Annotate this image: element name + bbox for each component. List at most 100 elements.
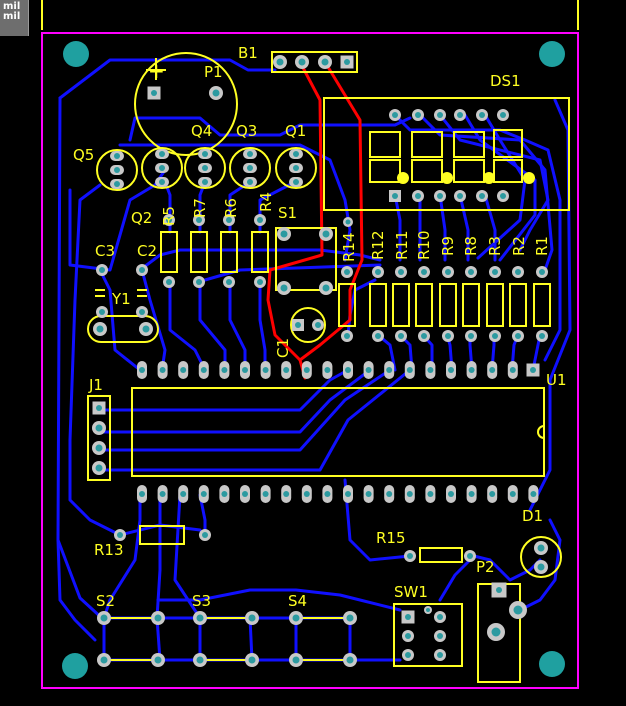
pad-hole [257, 279, 263, 285]
label-q4: Q4 [191, 122, 212, 140]
pad-hole [346, 614, 354, 622]
pad-hole [530, 367, 536, 373]
pad-hole [142, 325, 150, 333]
label-ds1: DS1 [490, 72, 521, 90]
pad-hole [166, 279, 172, 285]
pad-hole [491, 627, 501, 637]
pad-hole [96, 405, 102, 411]
label-s2: S2 [96, 592, 115, 610]
pad-hole [537, 563, 545, 571]
pad-hole [166, 217, 172, 223]
pad-hole [492, 269, 498, 275]
label-r9: R9 [439, 236, 457, 256]
pad-hole [386, 367, 393, 373]
pad-hole [345, 491, 351, 497]
label-q5: Q5 [73, 146, 94, 164]
pad-hole [95, 424, 103, 432]
pad-hole [437, 633, 443, 639]
mounting-hole-tl [63, 41, 89, 67]
pad-hole [262, 367, 269, 373]
pad-hole [159, 165, 165, 171]
unit-label-top: mil [3, 1, 21, 12]
pad-hole [226, 217, 232, 223]
pad-hole [415, 193, 421, 199]
pad-hole [421, 269, 427, 275]
pad-hole [200, 491, 207, 497]
pad-hole [479, 193, 485, 199]
label-u1: U1 [546, 371, 567, 389]
pad-hole [100, 614, 108, 622]
pad-hole [114, 181, 120, 187]
pad-hole [492, 333, 498, 339]
label-c3: C3 [95, 242, 115, 260]
pad-hole [375, 269, 381, 275]
pad-hole [496, 587, 502, 593]
pad-hole [95, 444, 103, 452]
label-q2: Q2 [131, 209, 152, 227]
label-s1: S1 [278, 204, 297, 222]
pad-hole [196, 217, 202, 223]
pad-hole [509, 491, 516, 497]
pad-hole [283, 491, 290, 497]
top-layer-traces [266, 60, 364, 380]
silkscreen-outlines [87, 51, 570, 683]
pad-hole [405, 614, 411, 620]
pad-hole [151, 90, 157, 96]
pad-hole [375, 333, 381, 339]
pad-hole [114, 153, 120, 159]
label-j1: J1 [88, 376, 103, 394]
pad-hole [398, 269, 404, 275]
pad-hole [345, 219, 351, 225]
mounting-hole-br [539, 651, 565, 677]
label-q1: Q1 [285, 122, 306, 140]
pad-hole [159, 491, 166, 497]
pad-hole [196, 614, 204, 622]
label-r6: R6 [222, 198, 240, 218]
pad-hole [221, 491, 228, 497]
label-r13: R13 [94, 541, 124, 559]
pad-hole [468, 333, 474, 339]
pad-hole [180, 491, 187, 497]
pad-hole [479, 112, 485, 118]
pad-hole [324, 491, 331, 497]
pad-hole [515, 333, 521, 339]
pad-hole [448, 491, 454, 497]
pad-hole [437, 652, 443, 658]
pad-hole [303, 491, 310, 497]
pad-hole [445, 333, 451, 339]
label-b1: B1 [238, 44, 258, 62]
pad-hole [457, 112, 463, 118]
pad-hole [537, 544, 545, 552]
pad-hole [427, 491, 434, 497]
pad-hole [539, 333, 545, 339]
pad-hole [406, 491, 413, 497]
silkscreen-labels: B1 P1 DS1 Q5 Q4 Q3 Q1 Q2 S1 C3 C2 Y1 J1 … [73, 44, 567, 610]
pad-hole [489, 491, 496, 497]
pad-hole [202, 532, 208, 538]
pad-hole [405, 633, 411, 639]
pad-hole [468, 491, 475, 497]
pad-hole [276, 58, 284, 66]
pad-hole [280, 284, 288, 292]
label-c1: C1 [274, 338, 292, 358]
pad-hole [530, 491, 537, 497]
pad-hole [344, 333, 350, 339]
pad-hole [457, 193, 463, 199]
pad-hole [405, 652, 411, 658]
pad-hole [468, 367, 475, 373]
label-y1: Y1 [111, 290, 131, 308]
label-r4: R4 [257, 192, 275, 212]
pad-hole [114, 167, 120, 173]
pad-hole [321, 58, 329, 66]
pad-hole [398, 333, 404, 339]
pad-hole [202, 179, 208, 185]
board-outline [41, 0, 579, 689]
pad-hole [139, 309, 145, 315]
pad-hole [500, 193, 506, 199]
label-s3: S3 [192, 592, 211, 610]
label-sw1: SW1 [394, 583, 428, 601]
pad-hole [293, 165, 299, 171]
unit-indicator[interactable]: mil mil [0, 0, 29, 36]
pad-hole [248, 614, 256, 622]
